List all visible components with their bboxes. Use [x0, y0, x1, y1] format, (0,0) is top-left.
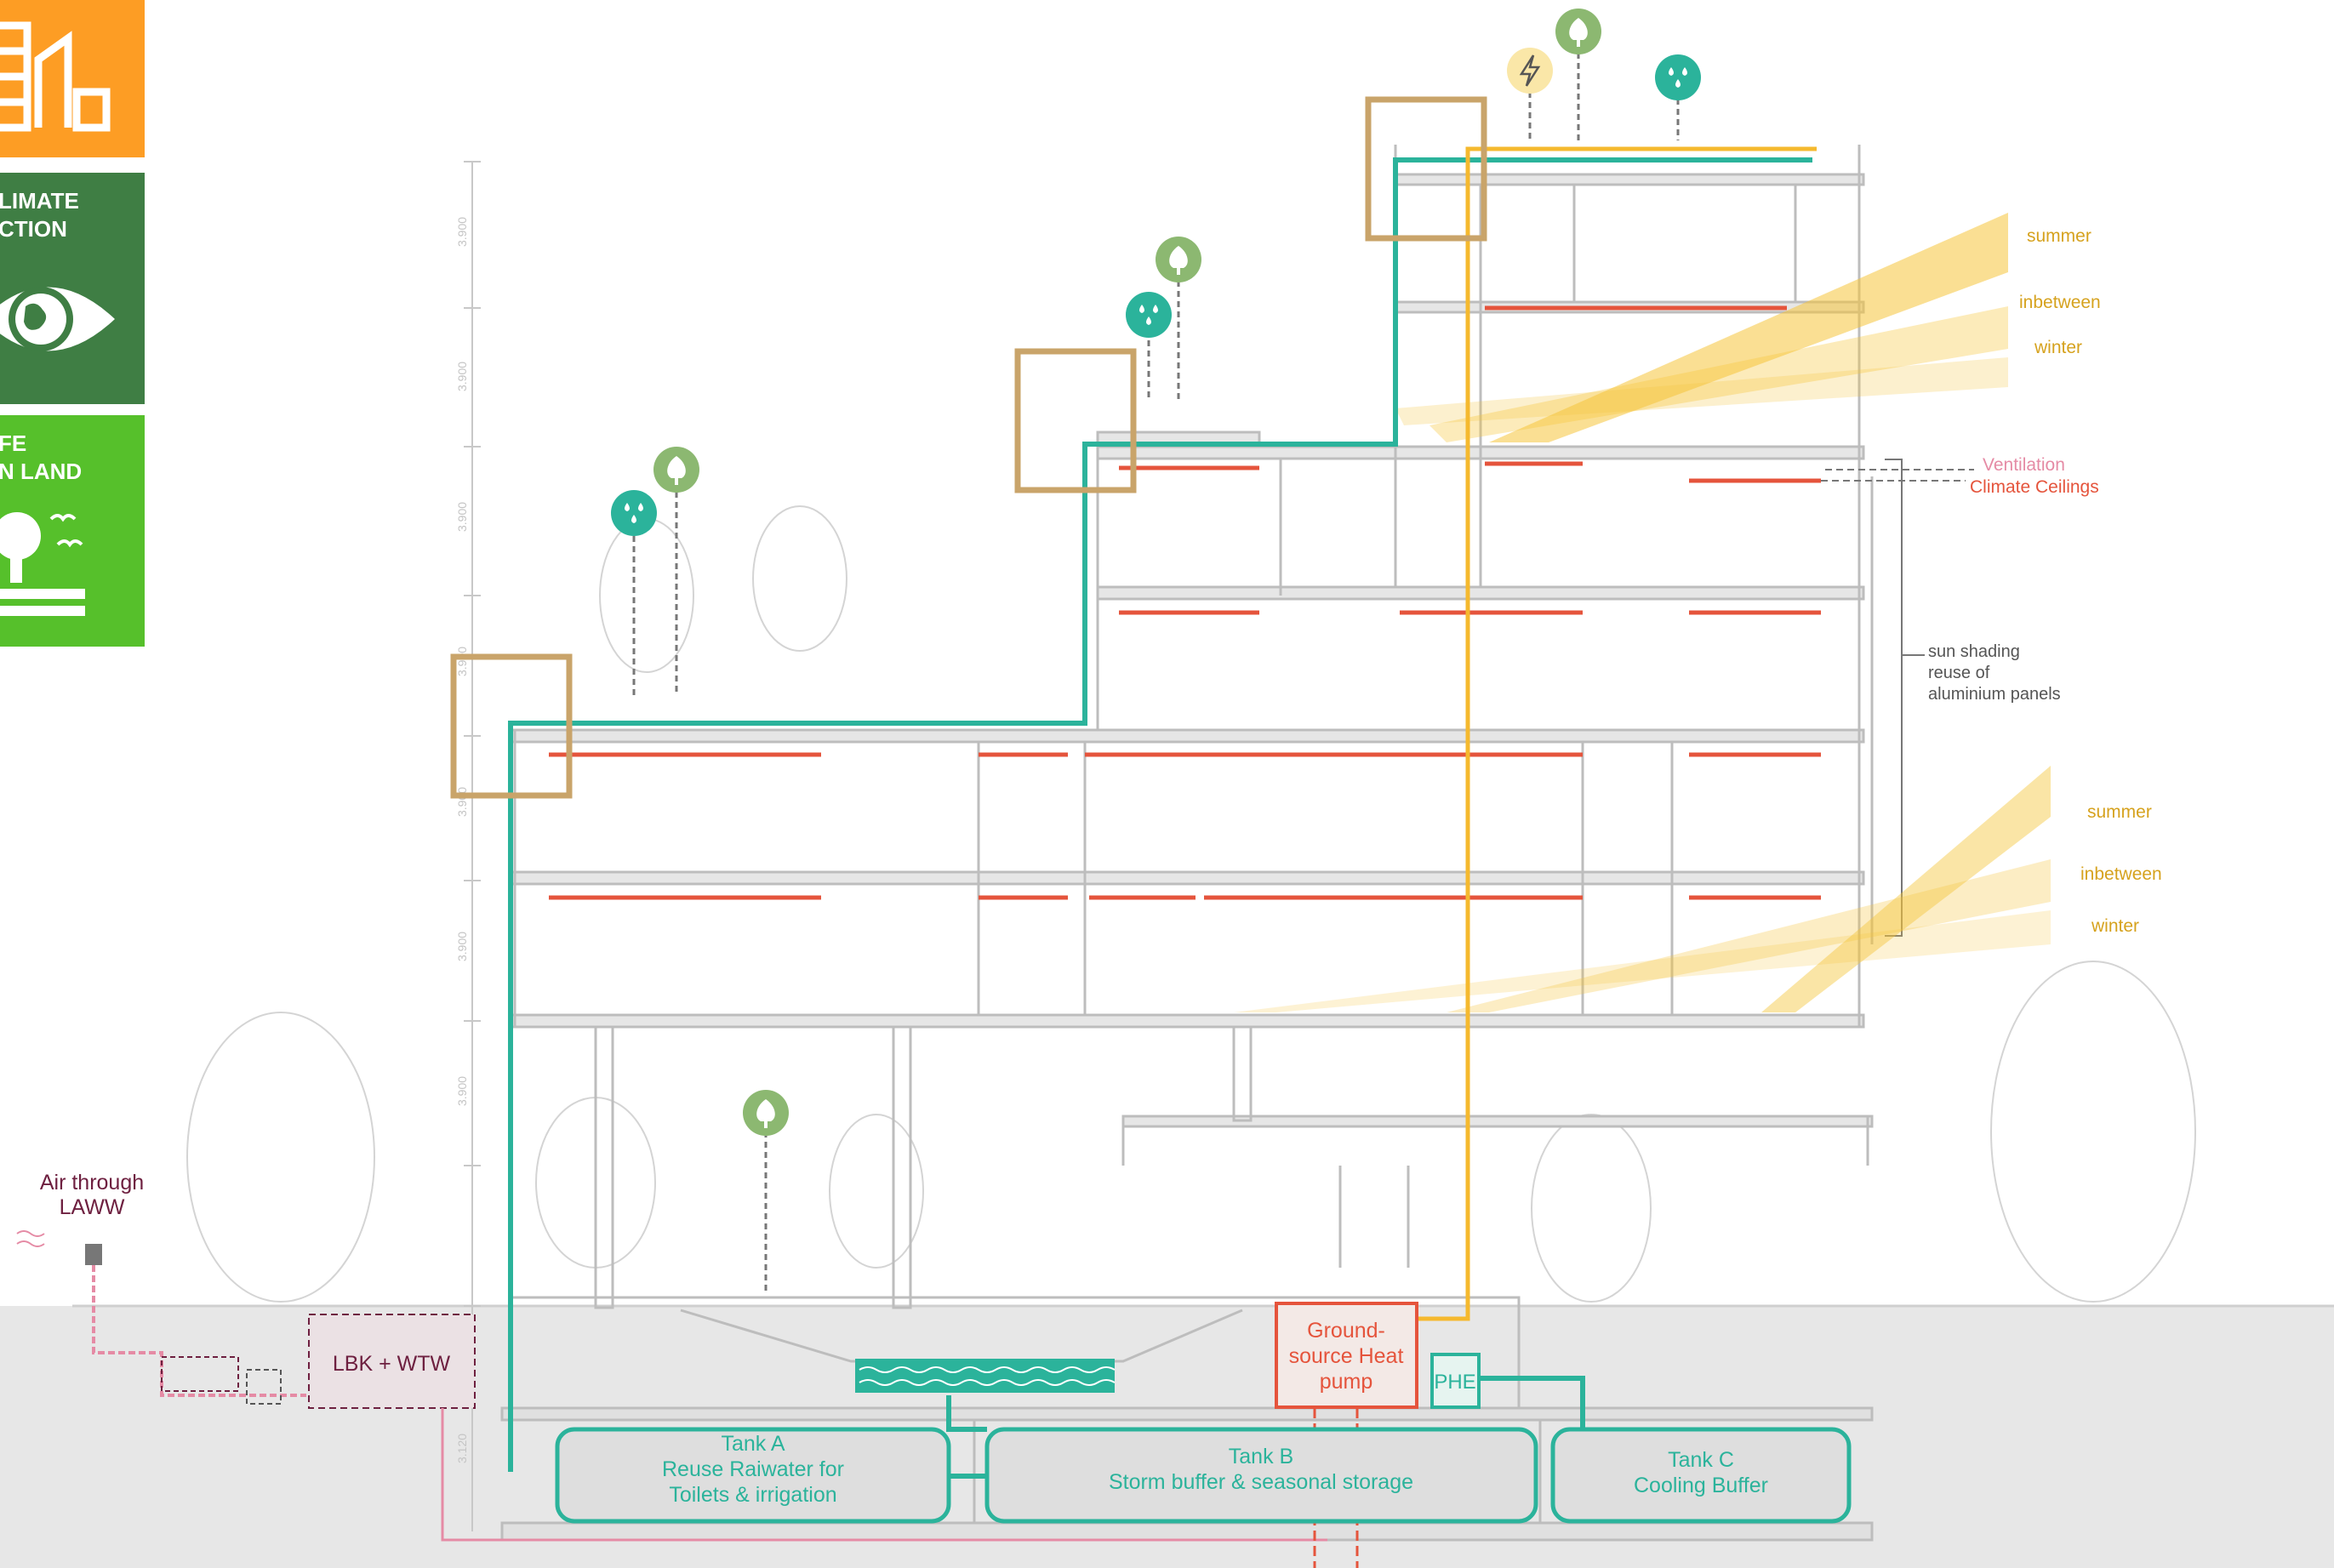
- dim-label-4: 3.900: [455, 647, 469, 676]
- dim-label-1: 3.900: [455, 217, 469, 247]
- rainwater-pipe: [508, 157, 1812, 1479]
- dim-label-2: 3.900: [455, 362, 469, 391]
- ventilation-label: Ventilation: [1983, 455, 2065, 475]
- tank-c-label-1: Tank C: [1668, 1448, 1734, 1472]
- air-label-2: LAWW: [60, 1195, 125, 1219]
- sun-lower-winter: winter: [2091, 916, 2139, 936]
- water-drops-icon: [1126, 292, 1172, 338]
- background-trees: [186, 505, 2196, 1303]
- tree-icon: [743, 1090, 789, 1136]
- tank-b-label-1: Tank B: [1229, 1445, 1293, 1468]
- ventilation-leader: [1821, 469, 1974, 482]
- heat-pump-label-3: pump: [1320, 1370, 1373, 1394]
- dim-label-7: 3.900: [455, 1076, 469, 1106]
- tanks: [555, 1427, 1852, 1524]
- sun-upper-inbetween: inbetween: [2019, 293, 2101, 312]
- tank-a: [555, 1427, 951, 1524]
- tank-b: [984, 1427, 1538, 1524]
- sun-upper-summer: summer: [2027, 226, 2091, 246]
- tank-c-label-2: Cooling Buffer: [1634, 1474, 1768, 1497]
- dimension-labels: 3.900 3.900 3.900 3.900 3.900 3.900 3.90…: [455, 217, 469, 1463]
- roof-detail-boxes: [450, 96, 1487, 799]
- tank-a-label-3: Toilets & irrigation: [669, 1483, 836, 1507]
- water-drops-icon: [1655, 54, 1701, 100]
- tree-icon: [653, 447, 699, 493]
- sun-shading-label-2: reuse of: [1928, 664, 1990, 682]
- icon-poles: [632, 53, 1680, 1293]
- heat-pump-label-2: source Heat: [1289, 1344, 1404, 1368]
- sun-shading-label-1: sun shading: [1928, 642, 2020, 661]
- sun-shading-label-3: aluminium panels: [1928, 685, 2061, 704]
- sun-shading-bracket: [1885, 459, 1925, 937]
- phe-box: [1430, 1353, 1481, 1409]
- heat-pump-label-1: Ground-: [1307, 1319, 1385, 1343]
- tank-a-label-2: Reuse Raiwater for: [662, 1457, 844, 1481]
- dim-label-8: 3.120: [455, 1434, 469, 1463]
- sun-rays-lower: [1234, 766, 2051, 1012]
- tank-a-label-1: Tank A: [721, 1432, 785, 1456]
- air-label-1: Air through: [40, 1171, 144, 1195]
- sun-lower-inbetween: inbetween: [2080, 864, 2162, 884]
- sdg-land-line1: FE: [0, 430, 26, 456]
- lbk-label: LBK + WTW: [333, 1352, 451, 1376]
- climate-ceilings: [549, 305, 1821, 900]
- earth-eye-icon: [0, 287, 115, 351]
- climate-ceilings-label: Climate Ceilings: [1970, 477, 2099, 497]
- phe-label: PHE: [1434, 1371, 1475, 1394]
- sun-lower-summer: summer: [2087, 802, 2152, 822]
- city-buildings-icon: [0, 21, 111, 132]
- heat-pump-box: [1275, 1302, 1418, 1409]
- dim-label-5: 3.900: [455, 787, 469, 817]
- tree-icon: [1555, 9, 1601, 54]
- sdg-tile-life-on-land: FE N LAND: [0, 415, 145, 647]
- sdg-climate-line2: CTION: [0, 216, 67, 242]
- sdg-land-line2: N LAND: [0, 459, 82, 484]
- sun-upper-winter: winter: [2034, 338, 2082, 357]
- dimension-line: [464, 161, 481, 1531]
- tank-c: [1550, 1427, 1852, 1524]
- sun-rays-upper: [1395, 213, 2008, 442]
- sdg-tile-cities: [0, 0, 145, 157]
- sdg-tile-climate: LIMATE CTION: [0, 173, 145, 404]
- tree-birds-icon: [0, 512, 85, 616]
- dim-label-6: 3.900: [455, 932, 469, 961]
- energy-pipe: [1417, 146, 1817, 1321]
- tank-b-label-2: Storm buffer & seasonal storage: [1109, 1470, 1413, 1494]
- lightning-icon: [1507, 48, 1553, 94]
- water-drops-icon: [611, 490, 657, 536]
- tree-icon: [1156, 237, 1201, 282]
- dim-label-3: 3.900: [455, 502, 469, 532]
- pond: [855, 1359, 1116, 1393]
- sdg-climate-line1: LIMATE: [0, 188, 79, 214]
- ventilation-duct: [16, 1230, 1327, 1542]
